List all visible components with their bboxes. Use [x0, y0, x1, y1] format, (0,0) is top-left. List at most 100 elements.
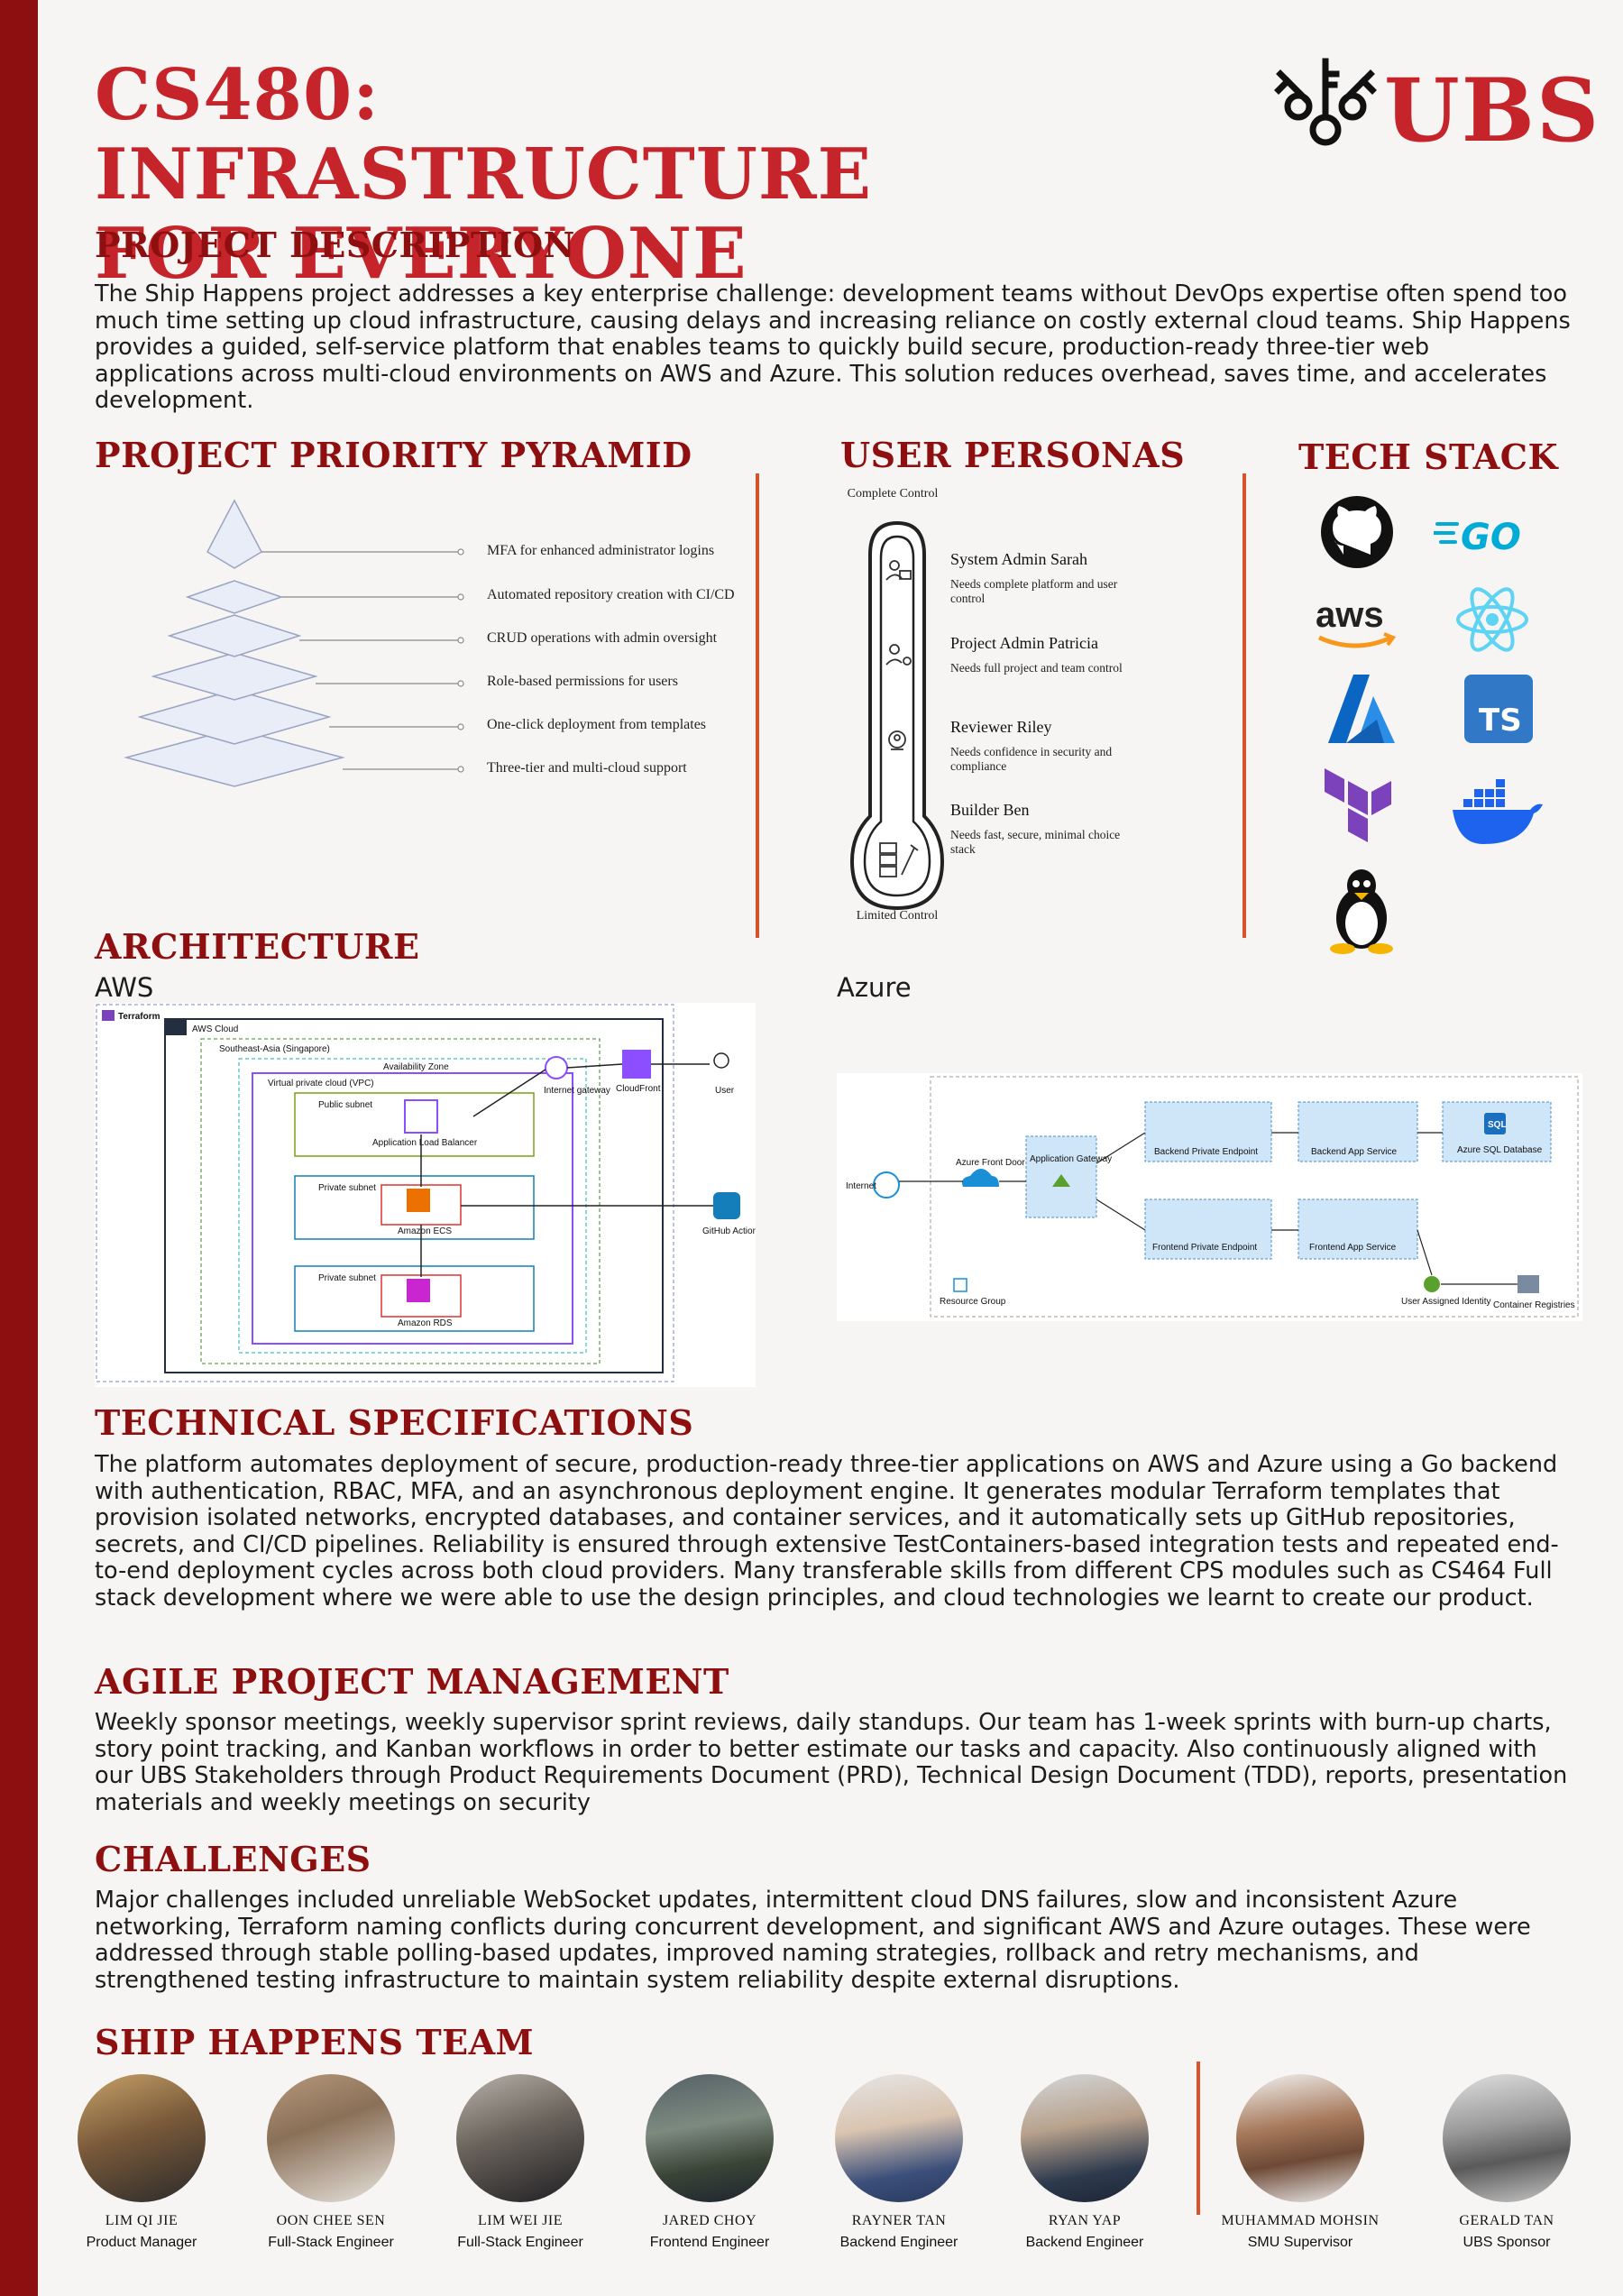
- pyramid-layer-1: [206, 499, 262, 569]
- member-name: GERALD TAN: [1459, 2213, 1554, 2228]
- member-role: Backend Engineer: [839, 2235, 958, 2250]
- pyramid-layer-4: [151, 652, 318, 701]
- aws-private-subnet-1-label: Private subnet: [318, 1183, 376, 1193]
- member-name: OON CHEE SEN: [276, 2213, 386, 2228]
- pyramid-item-3: CRUD operations with admin oversight: [487, 630, 718, 646]
- aws-az-label: Availability Zone: [383, 1062, 449, 1072]
- project-description-text: The Ship Happens project addresses a key…: [95, 280, 1571, 414]
- azure-frontend-pe-label: Frontend Private Endpoint: [1152, 1243, 1257, 1253]
- pyramid-item-6: Three-tier and multi-cloud support: [487, 760, 687, 776]
- team-member-7: MUHAMMAD MOHSIN SMU Supervisor: [1215, 2074, 1386, 2251]
- left-accent-bar: [0, 0, 38, 2296]
- control-thermometer: [849, 520, 945, 911]
- avatar: [646, 2074, 774, 2202]
- avatar: [1443, 2074, 1571, 2202]
- persona-desc-4: Needs fast, secure, minimal choice stack: [950, 828, 1121, 856]
- persona-name-4: Builder Ben: [950, 801, 1030, 819]
- member-name: LIM QI JIE: [105, 2213, 179, 2228]
- member-name: MUHAMMAD MOHSIN: [1221, 2213, 1380, 2228]
- azure-architecture-diagram: Internet Azure Front Door Application Ga…: [837, 1073, 1582, 1321]
- member-role: Product Manager: [86, 2235, 197, 2250]
- team-member-1: LIM QI JIE Product Manager: [56, 2074, 227, 2251]
- pyramid-layer-5: [137, 689, 332, 745]
- personas-heading: USER PERSONAS: [840, 435, 1186, 475]
- go-text: GO: [1461, 517, 1521, 558]
- avatar: [835, 2074, 963, 2202]
- admin-icon: [885, 560, 912, 581]
- section-divider-2: [1242, 473, 1246, 938]
- persona-name-1: System Admin Sarah: [950, 550, 1087, 568]
- aws-igw-label: Internet gateway: [544, 1086, 610, 1096]
- aws-icon: aws: [1316, 595, 1397, 648]
- avatar: [456, 2074, 584, 2202]
- ts-text: TS: [1479, 703, 1522, 739]
- member-name: RAYNER TAN: [851, 2213, 947, 2228]
- architecture-heading: ARCHITECTURE: [95, 926, 420, 967]
- member-name: JARED CHOY: [662, 2213, 757, 2228]
- aws-architecture-label: AWS: [95, 972, 154, 1003]
- react-icon: [1456, 587, 1528, 652]
- pyramid-item-5: One-click deployment from templates: [487, 717, 707, 732]
- team-divider: [1197, 2062, 1200, 2215]
- pyramid-layer-6: [124, 728, 345, 787]
- aws-private-subnet-2-label: Private subnet: [318, 1273, 376, 1283]
- team-member-3: LIM WEI JIE Full-Stack Engineer: [435, 2074, 606, 2251]
- aws-ecs-label: Amazon ECS: [398, 1226, 452, 1236]
- complete-control-label: Complete Control: [847, 487, 939, 501]
- pyramid-item-1: MFA for enhanced administrator logins: [487, 543, 715, 558]
- team-heading: SHIP HAPPENS TEAM: [95, 2022, 535, 2062]
- member-role: Backend Engineer: [1025, 2235, 1144, 2250]
- azure-internet-label: Internet: [846, 1181, 876, 1191]
- aws-public-subnet-label: Public subnet: [318, 1100, 372, 1110]
- aws-cloudfront-label: CloudFront: [616, 1084, 661, 1094]
- pyramid-item-2: Automated repository creation with CI/CD: [487, 587, 735, 602]
- pyramid-item-4: Role-based permissions for users: [487, 674, 678, 689]
- ubs-keys-icon: [1274, 58, 1377, 146]
- azure-icon: [1328, 675, 1395, 743]
- limited-control-label: Limited Control: [856, 909, 939, 923]
- project-admin-icon: [885, 644, 912, 666]
- aws-architecture-diagram: Terraform AWS Cloud Southeast-Asia (Sing…: [95, 1003, 762, 1387]
- azure-backend-pe-label: Backend Private Endpoint: [1154, 1147, 1258, 1157]
- aws-github-label: GitHub Actions: [702, 1226, 756, 1236]
- member-role: SMU Supervisor: [1247, 2235, 1353, 2250]
- avatar: [1021, 2074, 1149, 2202]
- member-name: LIM WEI JIE: [477, 2213, 564, 2228]
- tech-stack-heading: TECH STACK: [1298, 436, 1559, 477]
- member-role: Frontend Engineer: [649, 2235, 770, 2250]
- ubs-wordmark: UBS: [1384, 60, 1601, 161]
- pyramid-layer-2: [185, 580, 284, 614]
- persona-desc-1: Needs complete platform and user control: [950, 577, 1118, 605]
- ubs-logo: UBS: [1271, 54, 1599, 162]
- member-role: Full-Stack Engineer: [268, 2235, 394, 2250]
- reviewer-icon: [888, 730, 906, 750]
- priority-pyramid: [124, 499, 464, 787]
- challenges-text: Major challenges included unreliable Web…: [95, 1887, 1531, 1994]
- persona-desc-2: Needs full project and team control: [950, 661, 1123, 675]
- azure-architecture-label: Azure: [837, 972, 912, 1003]
- docker-icon: [1453, 779, 1543, 844]
- persona-name-3: Reviewer Riley: [950, 718, 1052, 736]
- azure-sql-label: Azure SQL Database: [1457, 1145, 1543, 1155]
- team-member-5: RAYNER TAN Backend Engineer: [813, 2074, 985, 2251]
- member-role: Full-Stack Engineer: [457, 2235, 583, 2250]
- github-icon: [1321, 496, 1393, 568]
- azure-front-door-label: Azure Front Door: [956, 1158, 1025, 1168]
- technical-specs-heading: TECHNICAL SPECIFICATIONS: [95, 1402, 694, 1443]
- challenges-heading: CHALLENGES: [95, 1839, 371, 1879]
- team-member-2: OON CHEE SEN Full-Stack Engineer: [245, 2074, 417, 2251]
- member-name: RYAN YAP: [1048, 2213, 1122, 2228]
- team-member-6: RYAN YAP Backend Engineer: [999, 2074, 1170, 2251]
- typescript-icon: TS: [1464, 675, 1533, 743]
- aws-diagram-svg: Terraform AWS Cloud Southeast-Asia (Sing…: [96, 1004, 762, 1382]
- persona-desc-3: Needs confidence in security and complia…: [950, 745, 1113, 773]
- aws-alb-label: Application Load Balancer: [372, 1138, 478, 1148]
- pyramid-heading: PROJECT PRIORITY PYRAMID: [95, 435, 692, 475]
- project-description-heading: PROJECT DESCRIPTION: [95, 225, 575, 265]
- azure-app-gateway-label: Application Gateway: [1030, 1154, 1112, 1164]
- azure-frontend-app-label: Frontend App Service: [1309, 1243, 1397, 1253]
- builder-icon: [879, 842, 919, 877]
- aws-text: aws: [1316, 595, 1384, 635]
- avatar: [1236, 2074, 1364, 2202]
- agile-text: Weekly sponsor meetings, weekly supervis…: [95, 1709, 1568, 1816]
